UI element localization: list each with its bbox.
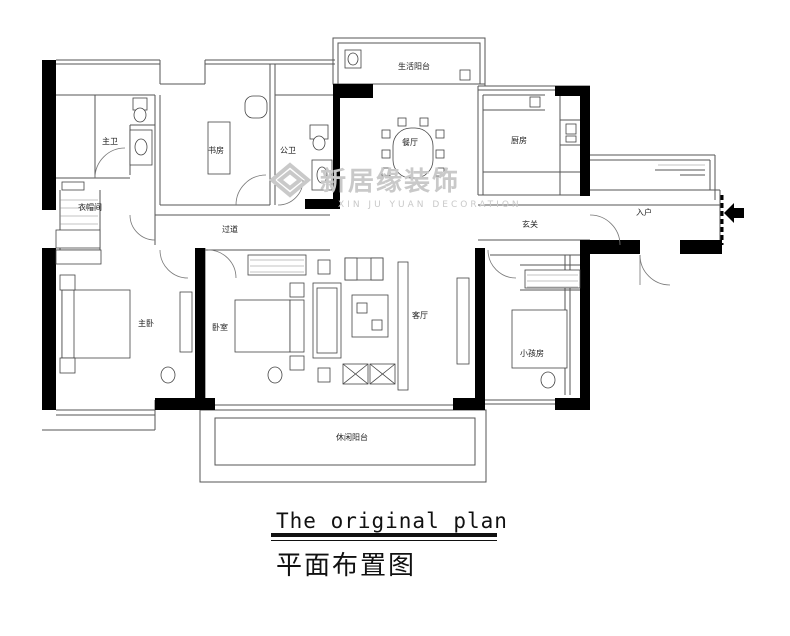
- house-logo-icon: [268, 162, 312, 198]
- dining-table: [392, 127, 434, 179]
- label-living-room: 客厅: [412, 310, 428, 320]
- label-bedroom: 卧室: [212, 322, 228, 332]
- bedroom-bed: [234, 299, 291, 353]
- label-public-bath: 公卫: [280, 146, 296, 155]
- label-closet: 衣帽间: [78, 202, 102, 212]
- label-master-bedroom: 主卧: [138, 318, 154, 328]
- watermark-english: XIN JU YUAN DECORATION: [338, 200, 522, 210]
- label-dining: 餐厅: [402, 138, 418, 147]
- label-kids-room: 小孩房: [520, 348, 544, 358]
- thin-wall-lines: [42, 37, 721, 483]
- watermark-chinese: 新居缘装饰: [320, 166, 460, 197]
- study-desk: [207, 121, 231, 175]
- furniture: [55, 49, 581, 391]
- structural-walls: [42, 60, 722, 410]
- entry-arrow-icon: [720, 195, 744, 245]
- watermark: 新居缘装饰 XIN JU YUAN DECORATION: [268, 162, 522, 210]
- label-leisure-balcony: 休闲阳台: [336, 432, 368, 442]
- label-master-bath: 主卫: [102, 136, 118, 146]
- caption-english: The original plan: [276, 509, 508, 533]
- caption-rule-thick: [271, 533, 497, 537]
- label-foyer: 玄关: [522, 219, 538, 229]
- wardrobe-hatching: [60, 164, 705, 288]
- caption-chinese: 平面布置图: [276, 551, 417, 581]
- label-living-balcony: 生活阳台: [398, 61, 430, 71]
- label-study: 书房: [208, 145, 224, 155]
- room-labels: 生活阳台 主卫 书房 公卫 餐厅 厨房 衣帽间 过道 玄关 入户 主卧 卧室 客…: [78, 61, 652, 442]
- label-kitchen: 厨房: [511, 135, 527, 145]
- label-entry: 入户: [636, 207, 652, 217]
- label-corridor: 过道: [222, 224, 238, 234]
- kids-bed: [511, 309, 568, 369]
- caption-rule-thin: [271, 540, 497, 541]
- coffee-table: [351, 294, 389, 338]
